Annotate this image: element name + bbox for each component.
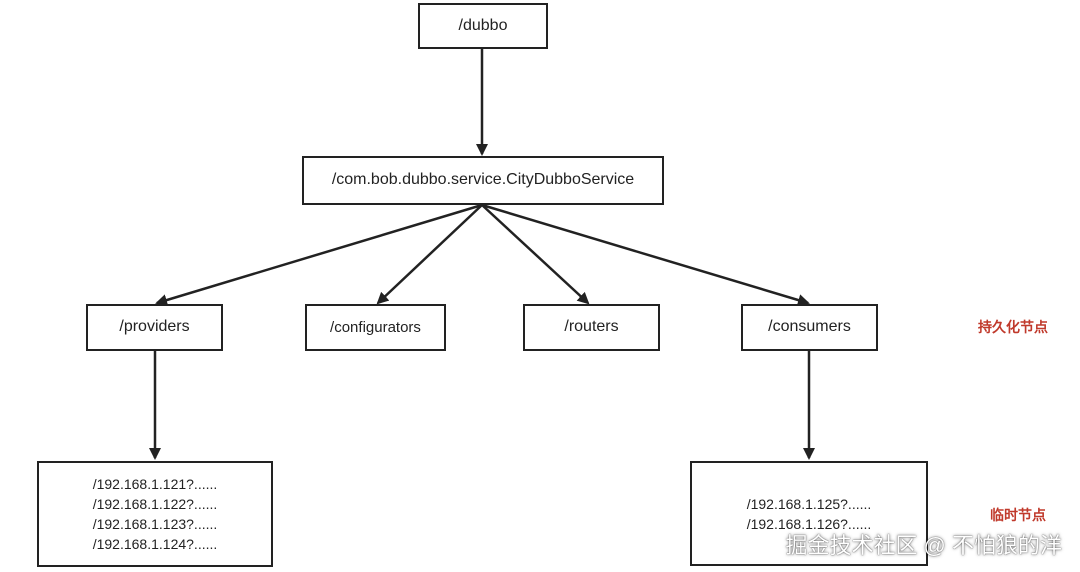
consumer-ip-item: /192.168.1.126?...... (746, 515, 872, 532)
provider-ip-item: /192.168.1.121?...... (92, 476, 218, 492)
edge-service-to-providers (155, 203, 483, 306)
persistent-node-label: 持久化节点 (978, 319, 1048, 335)
consumers-node: /consumers (741, 304, 878, 351)
service-node: /com.bob.dubbo.service.CityDubboService (302, 156, 664, 205)
configurators-node: /configurators (305, 304, 446, 351)
provider-ip-list: /192.168.1.121?...... /192.168.1.122?...… (37, 461, 273, 567)
providers-node: /providers (86, 304, 223, 351)
provider-ip-item: /192.168.1.123?...... (92, 516, 218, 532)
provider-ip-item: /192.168.1.124?...... (92, 536, 218, 552)
root-node: /dubbo (418, 3, 548, 49)
watermark-text: 掘金技术社区 @ 不怕狼的洋 (785, 533, 1062, 558)
edge-service-to-consumers (481, 203, 810, 306)
consumer-ip-list: /192.168.1.125?...... /192.168.1.126?...… (690, 461, 928, 566)
edge-service-to-routers (481, 204, 590, 305)
edge-service-to-configurators (376, 204, 483, 305)
routers-node: /routers (523, 304, 660, 351)
provider-ip-item: /192.168.1.122?...... (92, 496, 218, 512)
consumer-ip-item: /192.168.1.125?...... (746, 495, 872, 512)
ephemeral-node-label: 临时节点 (990, 507, 1046, 523)
